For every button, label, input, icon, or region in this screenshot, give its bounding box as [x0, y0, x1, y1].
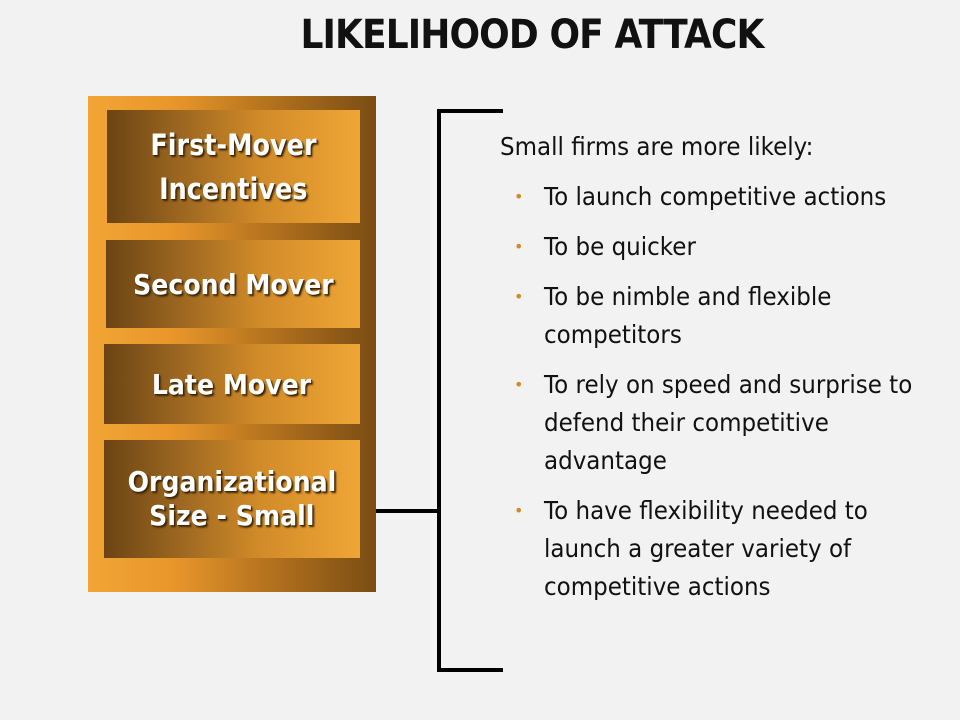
second-mover-label: Second Mover	[132, 267, 334, 301]
bullet-icon: •	[514, 187, 524, 206]
first-mover-label-line1: First-Mover	[150, 127, 317, 162]
org-size-label-line1: Organizational	[127, 465, 337, 498]
org-size-label-line2: Size - Small	[149, 499, 315, 532]
page-title: LIKELIHOOD OF ATTACK	[300, 12, 764, 58]
list-item: • To be nimble and flexible competitors	[512, 278, 942, 354]
list-item: • To launch competitive actions	[512, 178, 942, 216]
organizational-size-box: Organizational Size - Small	[104, 440, 360, 558]
first-mover-incentives-box: First-Mover Incentives	[107, 110, 360, 223]
list-item: • To rely on speed and surprise to defen…	[512, 366, 942, 480]
second-mover-box: Second Mover	[106, 240, 360, 328]
bullet-icon: •	[514, 237, 524, 256]
bullet-icon: •	[514, 375, 524, 394]
late-mover-box: Late Mover	[104, 344, 360, 424]
bracket-vertical	[437, 109, 441, 672]
bracket-top	[437, 109, 503, 113]
bullet-icon: •	[514, 501, 524, 520]
bracket-bottom	[437, 668, 503, 672]
first-mover-label-line2: Incentives	[159, 171, 308, 206]
intro-text: Small firms are more likely:	[500, 132, 814, 161]
bullet-icon: •	[514, 287, 524, 306]
likelihood-list: • To launch competitive actions • To be …	[512, 178, 942, 618]
connector-line	[376, 509, 439, 513]
list-item: • To be quicker	[512, 228, 942, 266]
late-mover-label: Late Mover	[152, 367, 312, 401]
list-item: • To have flexibility needed to launch a…	[512, 492, 942, 606]
